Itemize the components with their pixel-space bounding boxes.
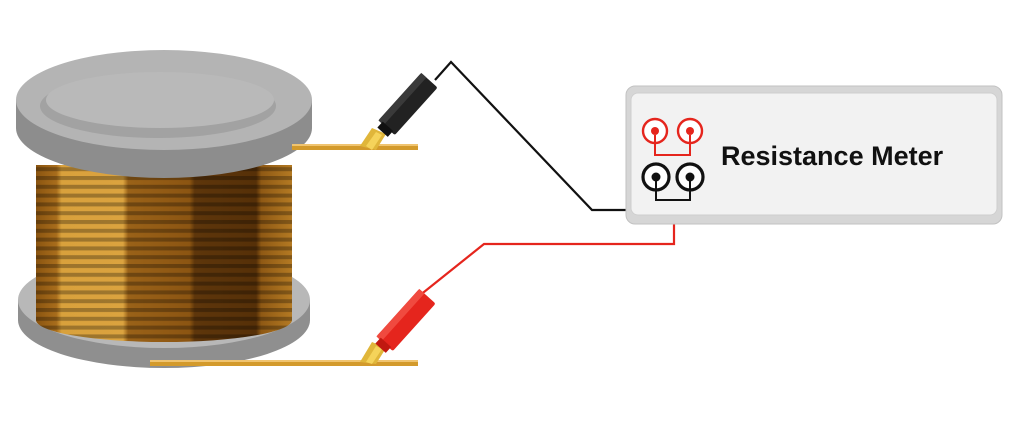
wire-coil (16, 50, 312, 368)
black-jack-bridge (655, 181, 691, 201)
resistance-meter: Resistance Meter (625, 85, 1003, 225)
copper-windings (36, 165, 292, 342)
red-jack-bridge (654, 135, 691, 156)
top-flange (16, 50, 312, 178)
coil-lead-top (292, 144, 418, 150)
coil-lead-bottom (150, 360, 418, 366)
meter-panel (630, 92, 998, 216)
meter-label: Resistance Meter (721, 141, 944, 171)
black-probe-icon[interactable] (360, 72, 438, 150)
red-probe-icon[interactable] (360, 288, 436, 364)
